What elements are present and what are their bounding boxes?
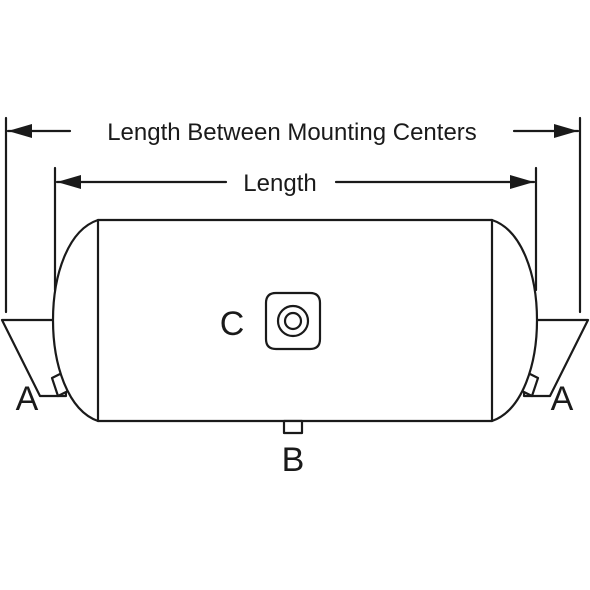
side-port-flange [264, 291, 322, 351]
mounting-bracket-right-shape [522, 318, 590, 398]
side-port [264, 291, 322, 351]
length-dimension: Length [53, 166, 538, 292]
mounting-bracket-left-shape [0, 318, 68, 398]
mounting-centers-dimension: Length Between Mounting Centers [4, 116, 582, 314]
side-port-label: C [220, 305, 245, 343]
mounting-centers-arrow-left [8, 124, 32, 138]
drain-port-label: B [282, 441, 305, 479]
mount-left-label: A [16, 380, 39, 418]
length-arrow-left [57, 175, 81, 189]
mounting-centers-arrow-right [554, 124, 578, 138]
mount-right-label: A [551, 380, 574, 418]
length-arrow-right [510, 175, 534, 189]
drain-port [282, 419, 304, 435]
drain-port-fitting [282, 419, 304, 435]
length-label: Length [243, 170, 316, 197]
side-port-outer-ring [276, 304, 310, 338]
mounting-centers-label: Length Between Mounting Centers [107, 119, 477, 146]
side-port-inner-ring [283, 311, 303, 331]
